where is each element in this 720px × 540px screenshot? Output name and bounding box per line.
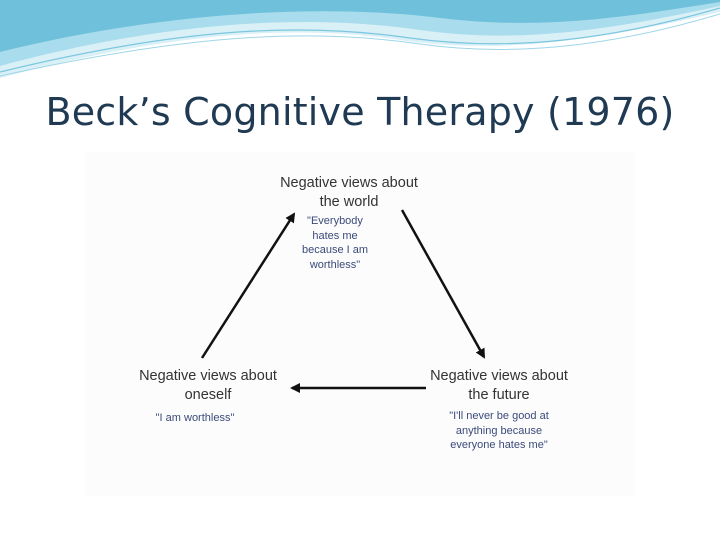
slide-title: Beck’s Cognitive Therapy (1976): [45, 90, 675, 134]
node-world: Negative views about the world "Everybod…: [246, 174, 452, 272]
node-world-quote: "Everybody hates me because I am worthle…: [301, 215, 369, 271]
node-future-quote: "I'll never be good at anything because …: [449, 410, 549, 451]
node-future-title: Negative views about the future: [430, 368, 568, 403]
node-oneself: Negative views about oneself "I am worth…: [124, 367, 292, 426]
arrow-oneself-to-world: [200, 212, 296, 359]
cognitive-triad-figure: Negative views about the world "Everybod…: [86, 152, 634, 496]
node-oneself-quote: "I am worthless": [155, 412, 235, 424]
triad-arrows: [200, 209, 486, 393]
node-world-title: Negative views about the world: [280, 175, 418, 210]
header-wave-decoration: [0, 0, 720, 78]
arrow-world-to-future: [400, 209, 486, 359]
node-future: Negative views about the future "I'll ne…: [414, 367, 584, 453]
node-oneself-title: Negative views about oneself: [139, 368, 277, 403]
